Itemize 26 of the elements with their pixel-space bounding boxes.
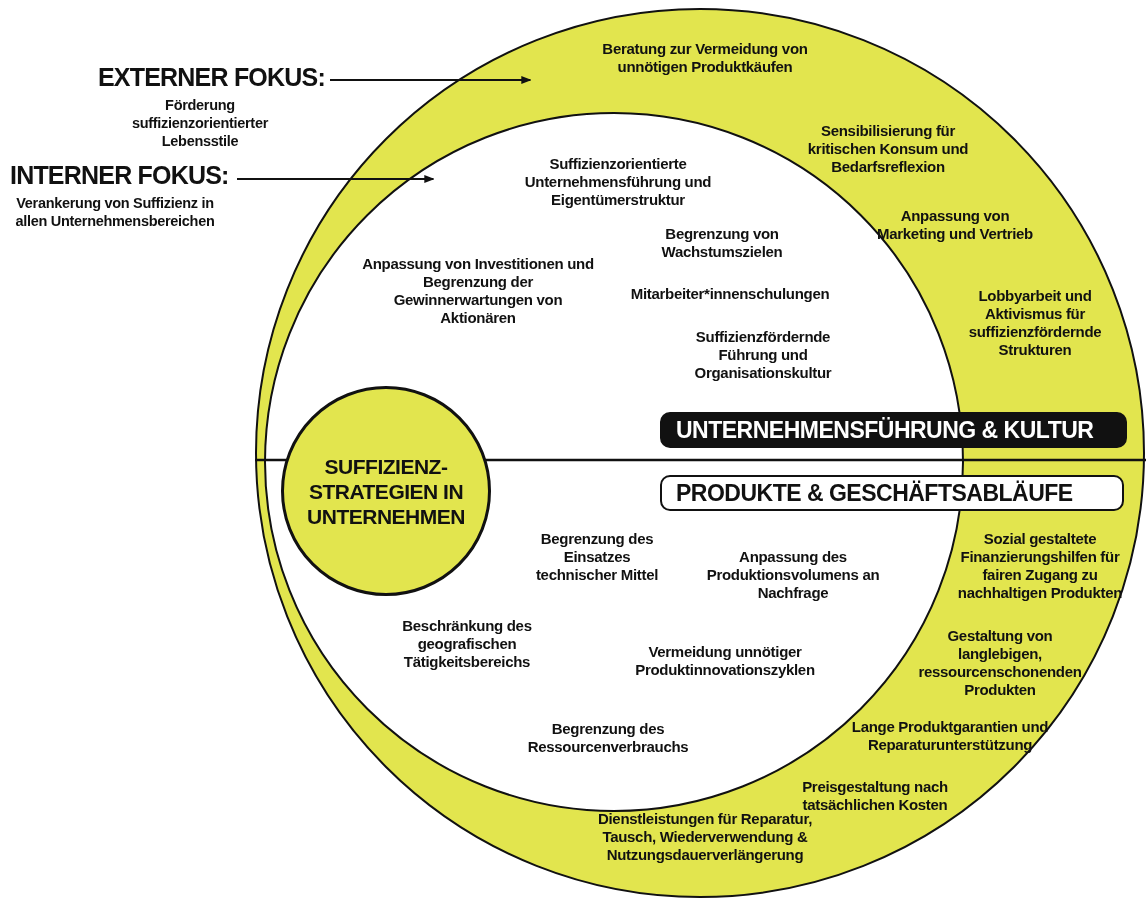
item-text: Anpassung von Marketing und Vertrieb [876,207,1034,243]
section-banner: PRODUKTE & GESCHÄFTSABLÄUFE [660,475,1124,511]
item-text: Sensibilisierung für kritischen Konsum und Bedarfsreflexion [806,122,970,176]
focus-heading: INTERNER FOKUS: [10,160,229,190]
item-text: Begrenzung des Ressourcenverbrauchs [526,720,690,756]
focus-description: Förderung suffizienzorientierter Lebensstile [131,96,270,150]
item-text: Anpassung des Produktionsvolumens an Nachfrage [705,548,881,602]
item-text: Beschränkung des geografischen Tätigkeitsbereichs [401,617,533,671]
item-text: Suffizienzorientierte Unternehmensführung und Eigentümerstruktur [523,155,713,209]
item-text: Begrenzung von Wachstumszielen [660,225,784,261]
item-text: Lange Produktgarantien und Reparaturunterstützung [850,718,1050,754]
item-text: Anpassung von Investitionen und Begrenzung der Gewinnerwartungen von Aktionären [361,255,595,327]
item-text: Gestaltung von langlebigen, ressourcenschonenden Produkten [917,627,1083,699]
item-text: Mitarbeiter*innenschulungen [629,285,831,303]
item-text: Sozial gestaltete Finanzierungshilfen für fairen Zugang zu nachhaltigen Produkten [956,530,1124,602]
item-text: Beratung zur Vermeidung von unnötigen Produktkäufen [601,40,809,76]
focus-heading: EXTERNER FOKUS: [98,62,325,92]
item-text: Vermeidung unnötiger Produktinnovationszyklen [634,643,816,679]
focus-description: Verankerung von Suffizienz in allen Unternehmensbereichen [14,194,216,230]
center-title: SUFFIZIENZ-STRATEGIEN IN UNTERNEHMEN [306,453,466,529]
item-text: Begrenzung des Einsatzes technischer Mittel [534,530,660,584]
item-text: Lobbyarbeit und Aktivismus für suffizienzfördernde Strukturen [967,287,1103,359]
arrow [236,175,435,183]
section-banner: UNTERNEHMENSFÜHRUNG & KULTUR [660,412,1127,448]
item-text: Suffizienzfördernde Führung und Organisationskultur [693,328,833,382]
arrow [329,76,532,84]
